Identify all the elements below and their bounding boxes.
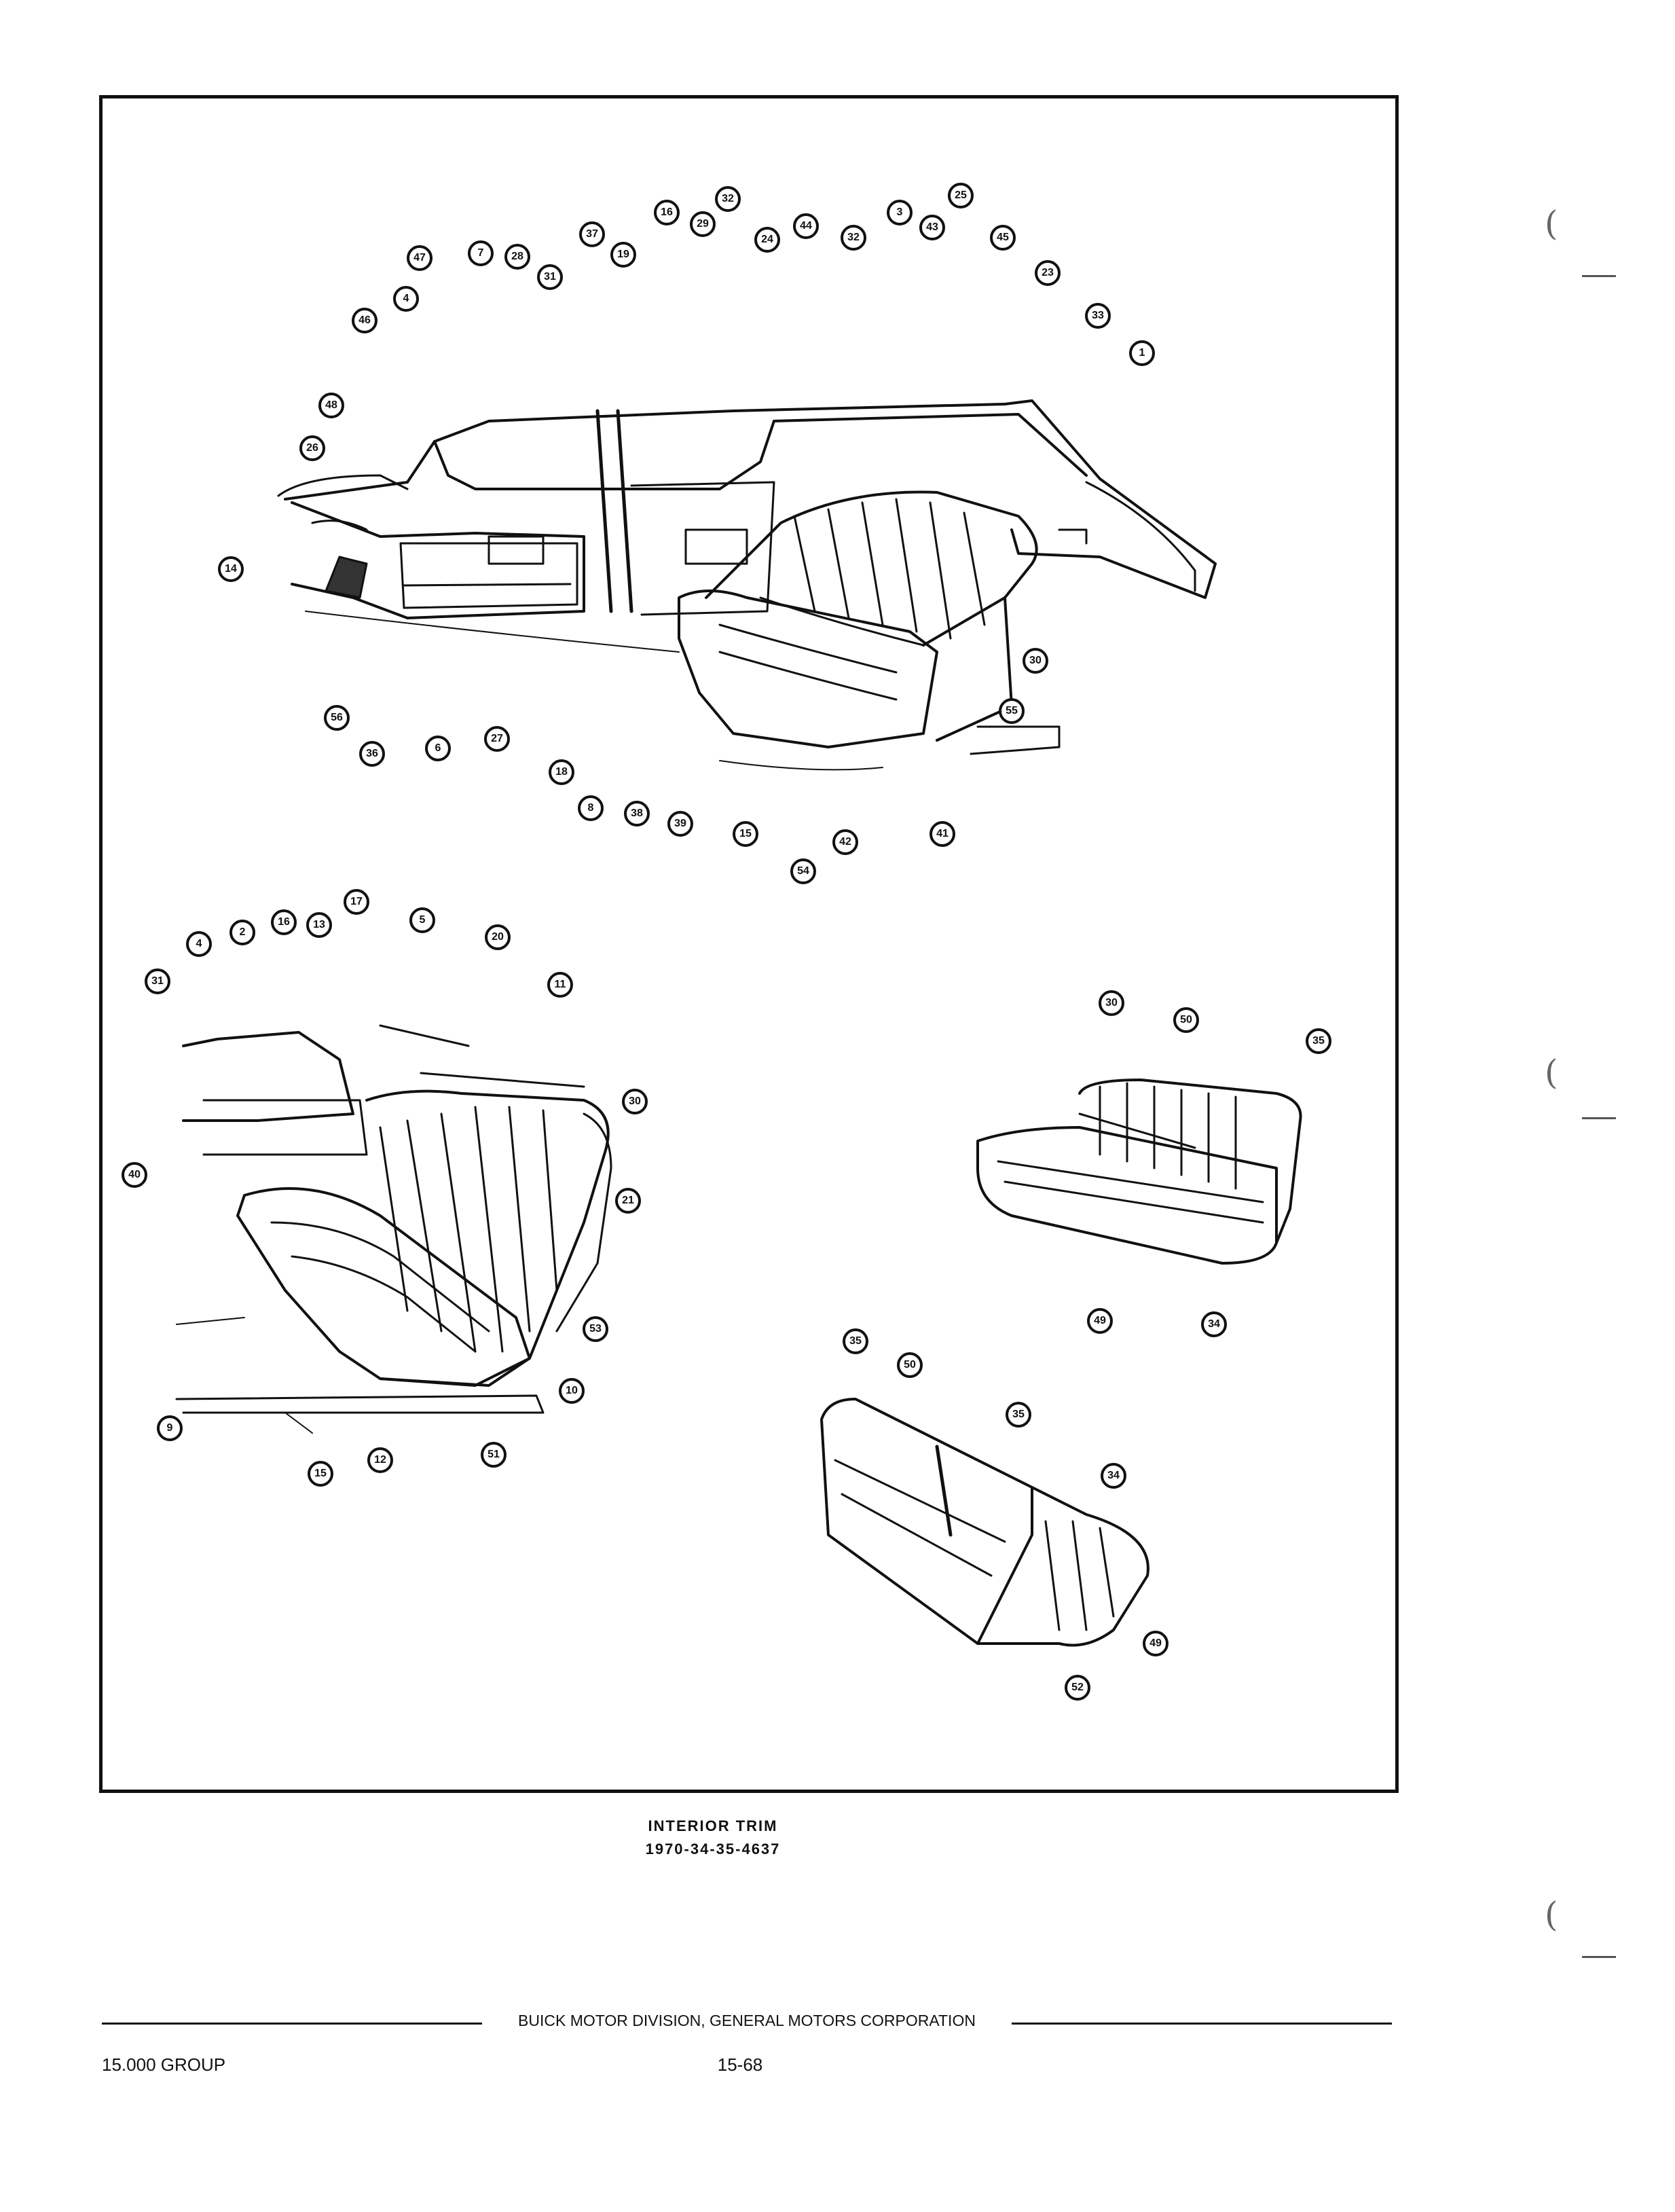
callout-badge: 16: [271, 909, 297, 935]
callout-badge: 34: [1101, 1463, 1126, 1489]
callout-badge: 37: [579, 221, 605, 247]
callout-badge: 55: [999, 698, 1025, 724]
binder-mark-dash: [1582, 1117, 1616, 1119]
callout-badge: 35: [843, 1328, 868, 1354]
footer-page-number: 15-68: [717, 2054, 763, 2075]
callout-badge: 50: [1173, 1007, 1199, 1033]
binder-hole-mark: (: [1545, 1053, 1558, 1092]
callout-badge: 39: [667, 811, 693, 837]
callout-badge: 20: [485, 924, 511, 950]
callout-badge: 24: [754, 227, 780, 253]
binder-mark-dash: [1582, 275, 1616, 277]
callout-badge: 13: [306, 912, 332, 938]
callout-badge: 31: [145, 968, 170, 994]
footer-publisher: BUICK MOTOR DIVISION, GENERAL MOTORS COR…: [518, 2012, 976, 2029]
callout-badge: 15: [733, 821, 758, 847]
callout-badge: 19: [610, 242, 636, 268]
callout-badge: 9: [157, 1415, 183, 1441]
callout-badge: 38: [624, 801, 650, 827]
callout-badge: 46: [352, 308, 378, 333]
callout-badge: 33: [1085, 303, 1111, 329]
callout-badge: 44: [793, 213, 819, 239]
callout-badge: 49: [1143, 1631, 1168, 1656]
callout-badge: 29: [690, 211, 716, 237]
callout-badge: 56: [324, 705, 350, 731]
footer-rule-right: [1012, 2023, 1392, 2025]
callout-badge: 16: [654, 200, 680, 225]
illustration-frame: [99, 95, 1399, 1793]
front-seat-illustration: [175, 1024, 612, 1434]
binder-mark-dash: [1582, 1956, 1616, 1958]
callout-badge: 52: [1065, 1675, 1090, 1701]
callout-badge: 15: [308, 1461, 333, 1487]
callout-badge: 48: [318, 393, 344, 418]
callout-badge: 35: [1006, 1402, 1031, 1428]
callout-badge: 2: [229, 920, 255, 945]
callout-badge: 25: [948, 183, 974, 208]
callout-badge: 30: [1099, 990, 1124, 1016]
bench-seat-front-illustration: [976, 1078, 1302, 1265]
footer-group: 15.000 GROUP: [102, 2054, 226, 2075]
callout-badge: 11: [547, 972, 573, 998]
callout-badge: 31: [537, 264, 563, 290]
callout-badge: 45: [990, 225, 1016, 251]
callout-badge: 18: [549, 759, 574, 785]
callout-badge: 3: [887, 200, 913, 225]
bench-seat-rear-illustration: [820, 1398, 1149, 1647]
callout-badge: 54: [790, 858, 816, 884]
callout-badge: 8: [578, 795, 604, 821]
callout-badge: 35: [1306, 1028, 1331, 1054]
figure-caption-title: INTERIOR TRIM: [648, 1817, 778, 1834]
callout-badge: 5: [409, 907, 435, 933]
callout-badge: 49: [1087, 1308, 1113, 1334]
binder-hole-mark: (: [1545, 204, 1558, 243]
callout-badge: 30: [1023, 648, 1048, 674]
callout-badge: 12: [367, 1447, 393, 1473]
callout-badge: 30: [622, 1089, 648, 1114]
callout-badge: 23: [1035, 260, 1061, 286]
callout-badge: 17: [344, 889, 369, 915]
callout-badge: 32: [841, 225, 866, 251]
callout-badge: 4: [393, 286, 419, 312]
footer-rule-left: [102, 2023, 482, 2025]
callout-badge: 1: [1129, 340, 1155, 366]
callout-badge: 32: [715, 186, 741, 212]
callout-badge: 50: [897, 1352, 923, 1378]
binder-hole-mark: (: [1545, 1895, 1558, 1934]
callout-badge: 7: [468, 240, 494, 266]
callout-badge: 40: [122, 1162, 147, 1188]
callout-badge: 26: [299, 435, 325, 461]
callout-badge: 47: [407, 245, 432, 271]
figure-caption-code: 1970-34-35-4637: [645, 1841, 781, 1857]
callout-badge: 21: [615, 1188, 641, 1214]
callout-badge: 41: [929, 821, 955, 847]
wagon-interior-illustration: [277, 399, 1217, 771]
callout-badge: 10: [559, 1378, 585, 1404]
callout-badge: 53: [583, 1316, 608, 1342]
callout-badge: 51: [481, 1442, 507, 1468]
callout-badge: 42: [832, 829, 858, 855]
callout-badge: 43: [919, 215, 945, 240]
callout-badge: 4: [186, 931, 212, 957]
callout-badge: 28: [504, 244, 530, 270]
callout-badge: 14: [218, 556, 244, 582]
callout-badge: 34: [1201, 1311, 1227, 1337]
callout-badge: 6: [425, 736, 451, 761]
callout-badge: 27: [484, 726, 510, 752]
callout-badge: 36: [359, 741, 385, 767]
